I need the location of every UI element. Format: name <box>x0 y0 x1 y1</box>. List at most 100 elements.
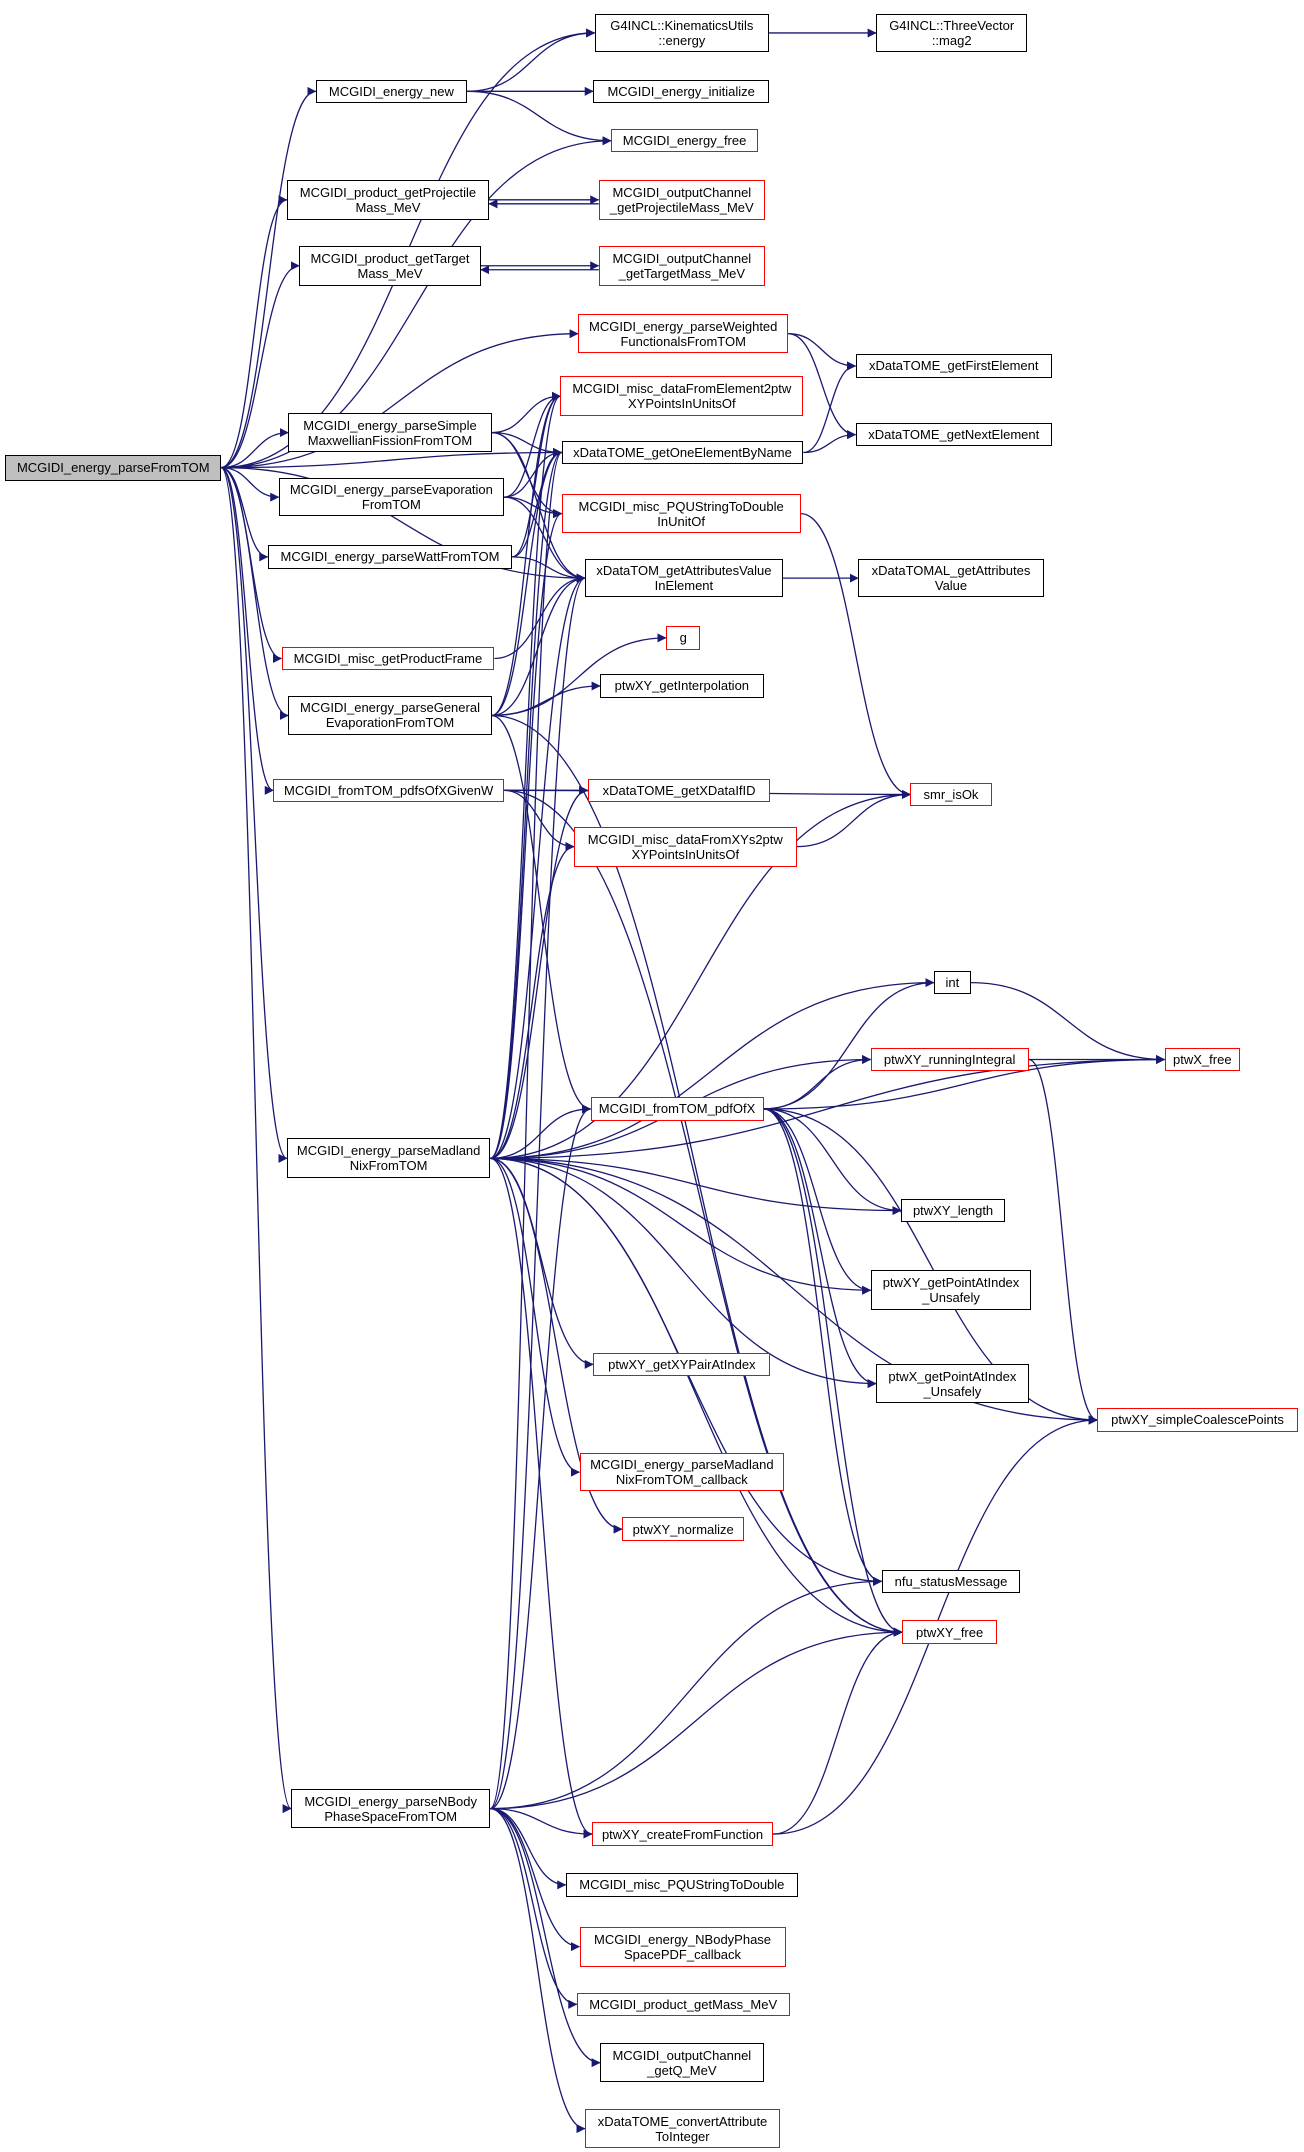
edge-pmn-to-pqu <box>490 509 563 1160</box>
node-label: _Unsafely <box>923 1383 982 1399</box>
edge-pmn-to-gav <box>490 573 586 1160</box>
node-label: _getProjectileMass_MeV <box>609 199 754 215</box>
node-label: ptwXY_simpleCoalescePoints <box>1111 1412 1284 1428</box>
node-label: FunctionalsFromTOM <box>620 333 746 349</box>
node-label: MCGIDI_energy_parseEvaporation <box>289 482 493 498</box>
node-efree[interactable]: MCGIDI_energy_free <box>611 129 759 153</box>
node-smr[interactable]: smr_isOk <box>910 782 992 807</box>
node-label: MCGIDI_outputChannel <box>612 250 752 266</box>
edge-root-to-enew <box>221 86 317 469</box>
node-label: ptwXY_getInterpolation <box>614 678 750 694</box>
node-label: InElement <box>654 578 714 594</box>
node-label: MCGIDI_energy_parseMadland <box>590 1457 774 1473</box>
node-root[interactable]: MCGIDI_energy_parseFromTOM <box>5 454 222 481</box>
node-label: Mass_MeV <box>357 265 423 281</box>
node-pwatt[interactable]: MCGIDI_energy_parseWattFromTOM <box>267 545 513 569</box>
node-label: MCGIDI_energy_parseFromTOM <box>16 460 210 476</box>
edge-ftpdf-to-gpai <box>763 1108 872 1295</box>
node-label: Value <box>934 578 968 594</box>
edge-pwatt-to-gav <box>512 556 586 583</box>
node-norm[interactable]: ptwXY_normalize <box>622 1517 745 1541</box>
node-label: MCGIDI_misc_getProductFrame <box>293 650 483 666</box>
node-pqud[interactable]: MCGIDI_misc_PQUStringToDouble <box>565 1873 798 1897</box>
node-g[interactable]: g <box>666 626 701 650</box>
edge-pmn-to-norm <box>490 1157 623 1534</box>
edge-enew-to-efree <box>466 90 612 146</box>
node-int[interactable]: int <box>933 970 971 995</box>
node-gxy[interactable]: ptwXY_getXYPairAtIndex <box>593 1352 771 1377</box>
node-gint[interactable]: ptwXY_getInterpolation <box>600 674 764 698</box>
node-xgpai[interactable]: ptwX_getPointAtIndex_Unsafely <box>876 1363 1029 1404</box>
node-label: _Unsafely <box>922 1290 980 1306</box>
node-enew[interactable]: MCGIDI_energy_new <box>315 79 467 103</box>
node-label: MaxwellianFissionFromTOM <box>307 432 473 448</box>
node-len[interactable]: ptwXY_length <box>900 1198 1006 1223</box>
node-label: MCGIDI_energy_parseWeighted <box>589 318 778 334</box>
edge-pnb-to-ftpdf <box>490 1104 591 1810</box>
node-label: ::energy <box>658 32 706 48</box>
node-scp[interactable]: ptwXY_simpleCoalescePoints <box>1097 1407 1298 1433</box>
node-label: MCGIDI_energy_parseGeneral <box>300 700 480 716</box>
node-tv[interactable]: G4INCL::ThreeVector::mag2 <box>876 13 1028 53</box>
node-ftpdf[interactable]: MCGIDI_fromTOM_pdfOfX <box>590 1097 764 1121</box>
node-cff[interactable]: ptwXY_createFromFunction <box>591 1822 774 1846</box>
node-octm[interactable]: MCGIDI_outputChannel_getTargetMass_MeV <box>598 245 765 286</box>
node-nfu[interactable]: nfu_statusMessage <box>881 1569 1021 1594</box>
edge-pge-to-gint <box>491 681 601 717</box>
edge-ftpdf-to-len <box>763 1108 902 1216</box>
edge-pmn-to-pxf <box>490 1055 1166 1160</box>
node-pxyf[interactable]: ptwXY_free <box>902 1620 997 1644</box>
node-gpai[interactable]: ptwXY_getPointAtIndex_Unsafely <box>870 1270 1032 1311</box>
node-label: EvaporationFromTOM <box>325 715 455 731</box>
node-goe[interactable]: xDataTOME_getOneElementByName <box>561 440 804 465</box>
node-gfe[interactable]: xDataTOME_getFirstElement <box>855 354 1052 378</box>
node-label: MCGIDI_energy_new <box>328 83 454 99</box>
node-pxf[interactable]: ptwX_free <box>1164 1047 1241 1072</box>
edge-pwf-to-gfe <box>788 333 857 371</box>
edge-psm-to-df2p <box>491 391 561 434</box>
edge-pmn-to-xgpai <box>490 1157 877 1389</box>
edge-pmn-to-int <box>490 978 935 1160</box>
edge-pnb-to-cff <box>490 1807 593 1839</box>
edge-ri-to-scp <box>1028 1058 1098 1425</box>
edge-ftpdf-to-xgpai <box>763 1108 877 1389</box>
edge-root-to-pnb <box>220 466 292 1813</box>
node-label: ToInteger <box>655 2128 710 2144</box>
edge-root-to-pmn <box>220 466 288 1163</box>
node-label: ptwXY_getPointAtIndex <box>882 1275 1020 1291</box>
node-label: int <box>945 975 960 991</box>
node-gne[interactable]: xDataTOME_getNextElement <box>855 422 1052 447</box>
node-ri[interactable]: ptwXY_runningIntegral <box>870 1047 1029 1072</box>
node-ocq[interactable]: MCGIDI_outputChannel_getQ_MeV <box>600 2043 764 2082</box>
edge-pmn-to-smr <box>490 789 911 1160</box>
node-pgm[interactable]: MCGIDI_product_getMass_MeV <box>576 1992 790 2016</box>
edge-root-to-goe <box>221 448 563 469</box>
node-label: MCGIDI_misc_PQUStringToDouble <box>578 498 784 514</box>
node-kin[interactable]: G4INCL::KinematicsUtils::energy <box>594 13 770 53</box>
node-label: MCGIDI_energy_parseNBody <box>304 1793 478 1809</box>
node-gpf[interactable]: MCGIDI_misc_getProductFrame <box>281 646 495 671</box>
node-ftp[interactable]: MCGIDI_fromTOM_pdfsOfXGivenW <box>273 778 504 802</box>
node-ocpm[interactable]: MCGIDI_outputChannel_getProjectileMass_M… <box>598 179 765 220</box>
edge-pnb-to-cati <box>490 1807 586 2134</box>
node-gdid[interactable]: xDataTOME_getXDataIfID <box>587 778 771 802</box>
node-einit[interactable]: MCGIDI_energy_initialize <box>593 79 770 103</box>
edge-root-to-psm <box>221 428 289 469</box>
node-label: xDataTOME_getFirstElement <box>868 358 1039 374</box>
